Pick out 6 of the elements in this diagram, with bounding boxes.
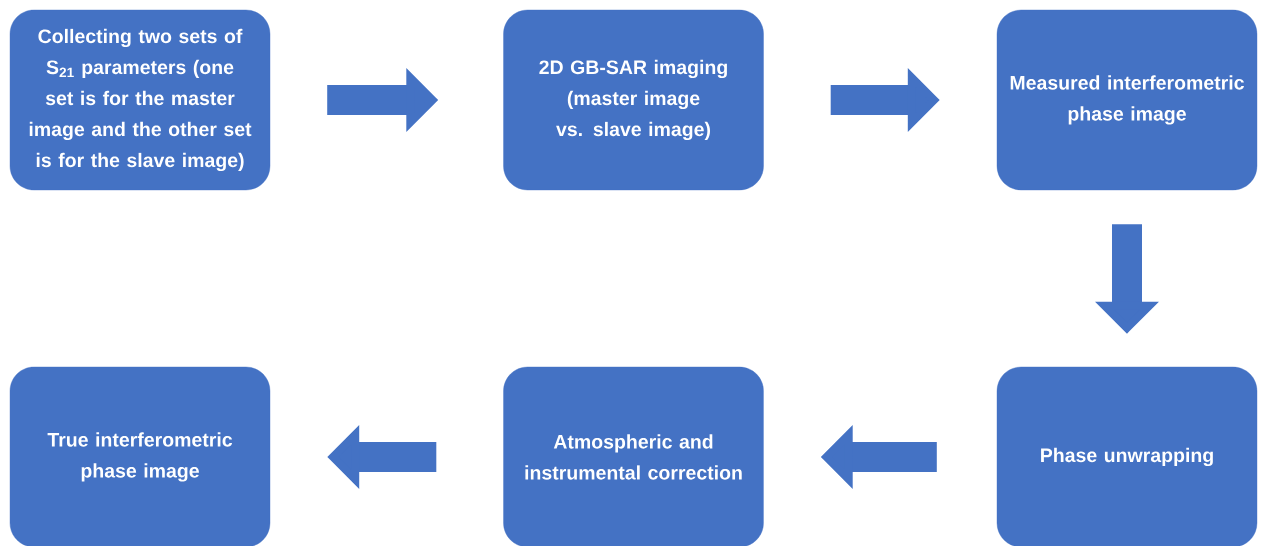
process-box: Phase unwrapping	[996, 366, 1258, 546]
process-box: Collecting two sets of S$_{21}$ parameters (one set is for the master image and the other set is for the slave image)	[9, 9, 271, 191]
process-box: 2D GB-SAR imaging (master image vs. slave image)	[503, 9, 764, 191]
process-box: True interferometric phase image	[9, 366, 271, 546]
process-box: Atmospheric and instrumental correction	[503, 366, 764, 546]
process-box: Measured interferometric phase image	[996, 9, 1258, 191]
